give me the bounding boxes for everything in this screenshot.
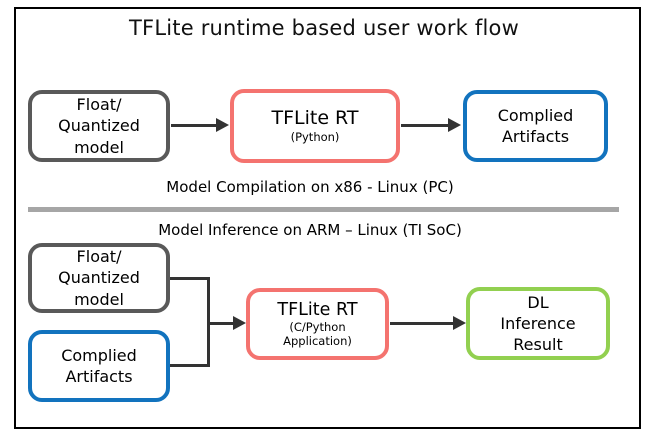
arrow-shaft	[401, 123, 450, 127]
diagram-title: TFLite runtime based user work flow	[129, 16, 519, 40]
arrow-head	[453, 315, 466, 330]
node-subtitle-line: Application)	[283, 334, 352, 349]
node-text-line: Quantized	[58, 268, 140, 288]
arrow-shaft	[171, 123, 218, 127]
node-text-line: Complied	[61, 345, 137, 365]
connector-vertical-join	[207, 276, 210, 366]
connector-artifacts-horizontal	[170, 363, 210, 367]
connector-model-horizontal	[170, 276, 210, 280]
caption-inference: Model Inference on ARM – Linux (TI SoC)	[158, 221, 462, 239]
node-text-line: Artifacts	[501, 127, 570, 146]
node-text-line: Quantized	[58, 116, 140, 136]
arrow-head	[448, 117, 461, 132]
node-text-line: Result	[513, 335, 563, 355]
arrow-shaft	[390, 321, 455, 325]
node-tflite-rt-c-python: TFLite RT (C/Python Application)	[246, 288, 389, 360]
node-text-line: Float/	[76, 247, 122, 267]
caption-compilation: Model Compilation on x86 - Linux (PC)	[166, 178, 454, 196]
node-text-line: DL	[527, 292, 549, 312]
node-text-line: Artifacts	[65, 367, 133, 386]
node-text-line: Inference	[500, 313, 576, 333]
node-subtitle-line: (C/Python	[289, 319, 346, 334]
arrow-shaft	[209, 321, 235, 325]
node-complied-artifacts-compile: Complied Artifacts	[463, 90, 608, 162]
node-float-quantized-model-compile: Float/ Quantized model	[28, 90, 170, 162]
node-text-line: Float/	[76, 95, 122, 115]
node-complied-artifacts-inference: Complied Artifacts	[28, 330, 170, 402]
node-dl-inference-result: DL Inference Result	[466, 287, 610, 360]
node-float-quantized-model-inference: Float/ Quantized model	[28, 243, 170, 313]
node-text-line: model	[74, 289, 124, 309]
node-text-line: model	[74, 137, 124, 157]
arrow-head	[216, 117, 229, 132]
node-title: TFLite RT	[277, 299, 358, 320]
node-title: TFLite RT	[271, 106, 359, 129]
section-divider	[28, 207, 619, 212]
node-text-line: Complied	[497, 105, 574, 125]
node-tflite-rt-python: TFLite RT (Python)	[230, 89, 400, 163]
node-subtitle: (Python)	[290, 129, 340, 144]
arrow-head	[233, 315, 246, 330]
outer-border	[14, 7, 641, 429]
